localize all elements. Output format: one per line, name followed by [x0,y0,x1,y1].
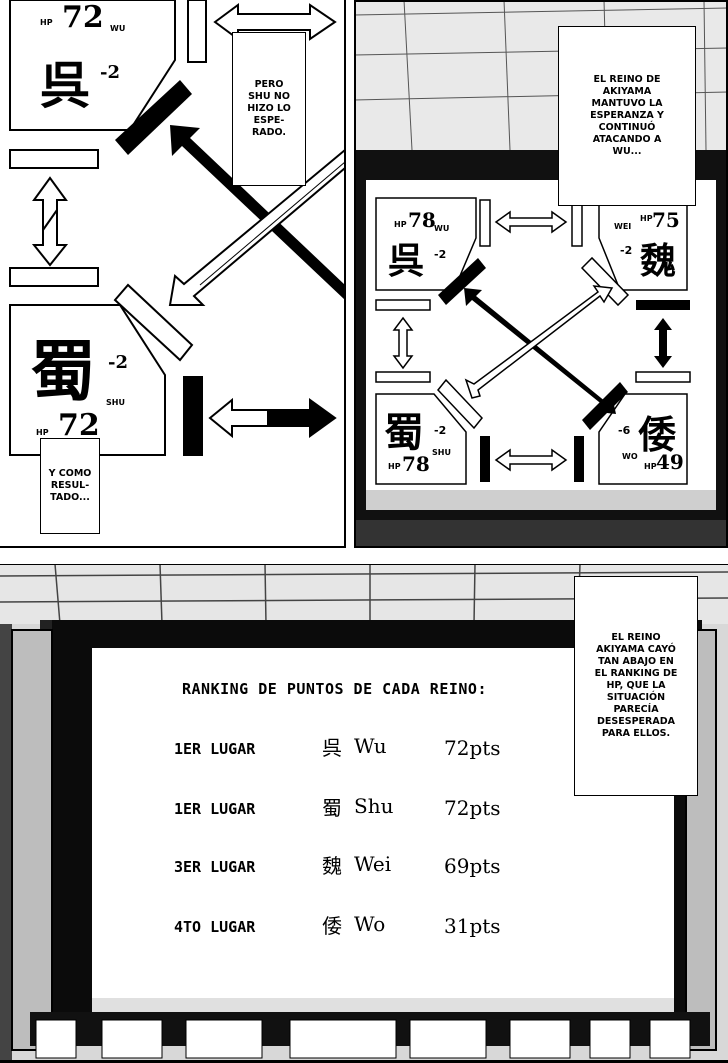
bottom-horizontal-arrow [208,397,337,439]
left-wu-hp-value: 72 [62,0,104,35]
right-wu-hp-label: HP [394,220,407,229]
right-wei-kanji: 魏 [640,240,677,282]
r-wo-box [598,393,688,485]
row2-kanji: 蜀 [322,796,342,820]
left-diagram-art [0,0,346,548]
left-wu-kanji: 呉 [40,56,90,115]
panel-right-diagram: HP 78 WU 呉 -2 WEI HP 75 -2 魏 蜀 -2 SHU HP… [354,0,728,548]
row3-name: Wei [354,852,392,876]
ranking-screen-art [0,564,728,1063]
row3-pts: 69pts [444,854,501,878]
right-wu-hp-value: 78 [408,208,436,232]
caption-akiyama-mantuvo: EL REINO DE AKIYAMA MANTUVO LA ESPERANZA… [558,26,696,206]
ranking-title: RANKING DE PUNTOS DE CADA REINO: [182,680,487,698]
right-wo-hp-value: 49 [656,450,684,474]
bar-wu-bottom [9,149,99,169]
caption-akiyama-cayo: EL REINO AKIYAMA CAYÓ TAN ABAJO EN EL RA… [574,576,698,796]
row3-kanji: 魏 [322,854,342,878]
bar-shu-top [9,267,99,287]
diagonal-white-arrow [168,147,346,306]
caption-shu-no-hizo: PERO SHU NO HIZO LO ESPE- RADO. [232,32,306,186]
row4-place: 4TO LUGAR [174,918,256,936]
right-shu-hp-value: 78 [402,452,430,476]
right-wo-delta: -6 [618,424,631,437]
row1-pts: 72pts [444,736,501,760]
right-diagram-art [354,0,728,548]
right-wei-name: WEI [614,222,632,231]
row1-name: Wu [354,734,387,758]
row2-name: Shu [354,794,394,818]
left-shu-name: SHU [106,398,125,407]
right-wo-hp-label: HP [644,462,657,471]
vertical-arrow [31,176,69,267]
right-wo-name: WO [622,452,638,461]
wu-box [9,0,176,131]
left-shu-kanji: 蜀 [30,332,96,410]
r-shu-box [375,393,467,485]
right-wu-kanji: 呉 [388,240,425,282]
caption-y-como: Y COMO RESUL- TADO... [40,438,100,534]
right-wei-hp-label: HP [640,214,653,223]
right-shu-name: SHU [432,448,451,457]
r-wu-box [375,197,477,291]
row3-place: 3ER LUGAR [174,858,256,876]
left-shu-delta: -2 [108,352,128,373]
panel-left-diagram: HP 72 WU 呉 -2 蜀 -2 SHU HP 72 PERO SHU NO… [0,0,346,548]
shu-box [9,304,166,456]
row4-name: Wo [354,912,386,936]
right-wo-kanji: 倭 [638,412,677,457]
left-shu-hp-label: HP [36,428,49,437]
wu-diag-black [115,80,192,155]
right-shu-hp-label: HP [388,462,401,471]
shu-diag-white [113,283,194,362]
right-shu-delta: -2 [434,424,447,437]
row4-pts: 31pts [444,914,501,938]
row1-place: 1ER LUGAR [174,740,256,758]
row2-pts: 72pts [444,796,501,820]
right-wei-hp-value: 75 [652,208,680,232]
right-wu-name: WU [434,224,450,233]
right-wei-delta: -2 [620,244,633,257]
right-wu-delta: -2 [434,248,447,261]
left-wu-delta: -2 [100,62,120,83]
panel-ranking-screen: RANKING DE PUNTOS DE CADA REINO: 1ER LUG… [0,564,728,1063]
left-wu-name: WU [110,24,126,33]
shu-black-bar [183,376,203,456]
left-wu-hp-label: HP [40,18,53,27]
bar-top-right [187,0,207,63]
row1-kanji: 呉 [322,736,342,760]
row4-kanji: 倭 [322,914,342,938]
left-shu-hp-value: 72 [58,408,100,443]
row2-place: 1ER LUGAR [174,800,256,818]
right-shu-kanji: 蜀 [384,409,424,456]
diagonal-black-arrow [170,125,345,300]
